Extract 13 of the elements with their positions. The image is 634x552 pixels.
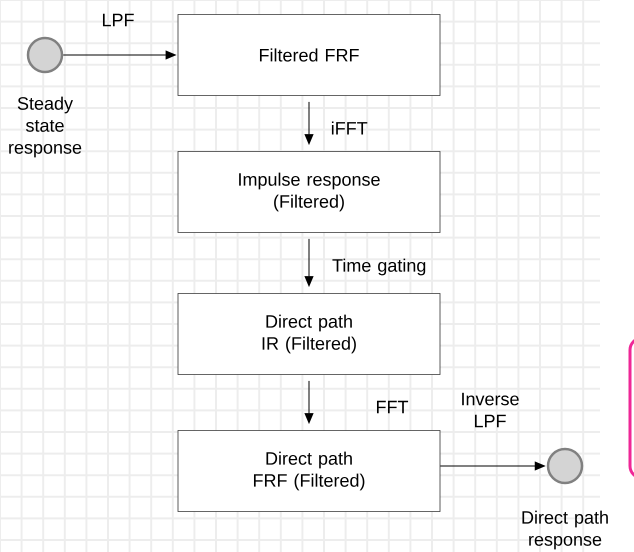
node-caption: Steady state response	[9, 96, 82, 158]
edge-label: Inverse LPF	[462, 392, 519, 428]
terminal-circle	[546, 448, 584, 484]
node-caption: Direct path response	[522, 510, 608, 550]
process-box: Direct path IR (Filtered)	[178, 293, 440, 375]
edge-label: FFT	[376, 400, 408, 414]
edge-label: iFFT	[332, 121, 368, 135]
process-box: Direct path FRF (Filtered)	[178, 430, 440, 512]
edge-label: Time gating	[332, 258, 426, 276]
terminal-circle	[26, 36, 64, 74]
edge-label: LPF	[102, 14, 134, 26]
process-box: Impulse response (Filtered)	[178, 151, 440, 233]
process-box: Filtered FRF	[178, 14, 440, 96]
